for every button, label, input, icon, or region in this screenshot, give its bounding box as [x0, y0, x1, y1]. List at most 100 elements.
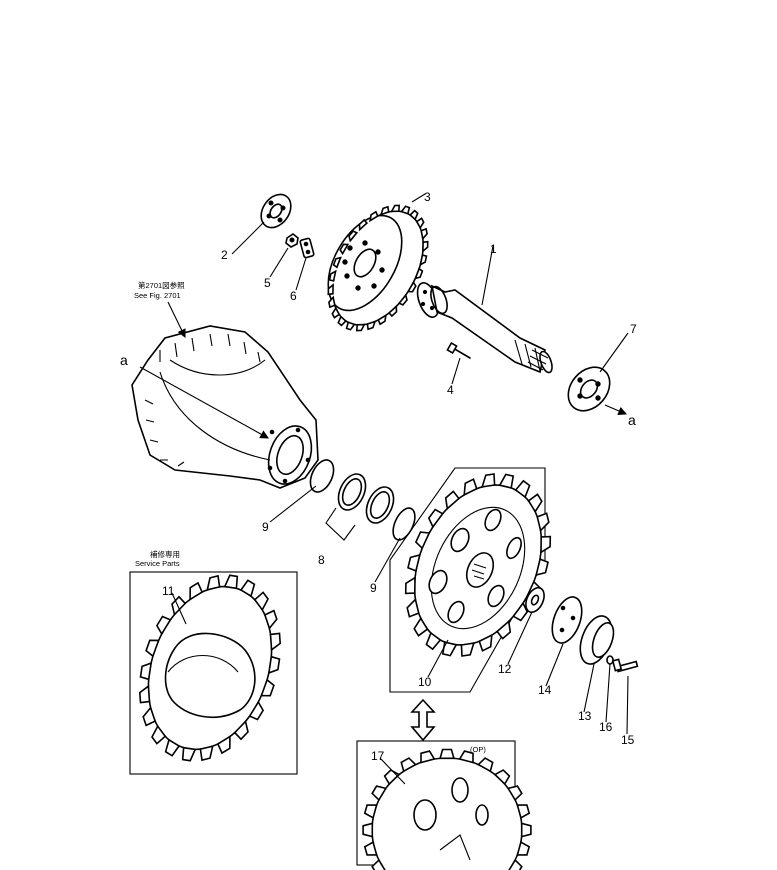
sprocket-tooth: [145, 639, 160, 658]
bevel-gear-case: [131, 325, 319, 489]
gear-tooth: [397, 293, 408, 306]
sprocket-tooth: [151, 724, 167, 745]
sprocket-tooth: [404, 576, 416, 595]
gear-tooth: [328, 295, 336, 309]
callout-5: 5: [264, 276, 271, 290]
sprocket-10: [404, 473, 552, 657]
sprocket-tooth: [477, 757, 494, 773]
gear-tooth: [355, 323, 366, 332]
sprocket-tooth: [413, 616, 429, 637]
sprocket-tooth: [269, 632, 282, 652]
bevel-gear-3: [327, 204, 429, 332]
sprocket-tooth: [514, 479, 531, 499]
sprocket-tooth: [142, 706, 157, 727]
sprocket-segment-11: [138, 574, 282, 762]
gear-tooth: [414, 267, 424, 280]
gear-tooth: [332, 256, 342, 269]
lock-plate-6: [299, 237, 315, 259]
sprocket-tooth: [155, 615, 172, 636]
gear-tooth: [400, 205, 411, 215]
gear-tooth: [422, 240, 429, 253]
sprocket-tooth: [371, 785, 388, 802]
sprocket-tooth: [239, 579, 256, 598]
sprocket-tooth: [138, 684, 151, 704]
sprocket-tooth: [189, 581, 204, 601]
sprocket-tooth: [362, 822, 374, 838]
sprocket-tooth: [512, 601, 529, 622]
sprocket-tooth: [425, 631, 442, 651]
washer-16: [606, 655, 614, 665]
bolt-15: [611, 658, 639, 673]
sprocket-tooth: [363, 804, 378, 819]
callout-11: 11: [162, 584, 175, 598]
sprocket-tooth: [444, 490, 461, 511]
sprocket-tooth: [164, 738, 181, 757]
sprocket-tooth: [460, 642, 475, 657]
callout-15: 15: [621, 733, 635, 747]
sprocket-tooth: [260, 678, 275, 697]
gear-tooth: [358, 218, 369, 232]
callout-1: 1: [490, 242, 497, 256]
callout-10: 10: [418, 675, 432, 689]
see-fig-label: See Fig. 2701: [134, 291, 181, 300]
sprocket-option-17: [362, 748, 532, 870]
sprocket-tooth: [495, 619, 512, 640]
callout-12: 12: [498, 662, 512, 676]
sprocket-tooth: [458, 750, 474, 764]
o-ring-9-right: [392, 507, 416, 541]
sprocket-tooth: [181, 746, 197, 762]
callout-8: 8: [318, 553, 325, 567]
bearing-7: [567, 366, 611, 412]
sprocket-tooth: [371, 858, 386, 870]
callout-7: 7: [630, 322, 637, 336]
gear-tooth: [328, 269, 337, 282]
sprocket-tooth: [427, 508, 444, 529]
ref-a-left: a: [120, 352, 128, 368]
gear-tooth: [415, 217, 425, 230]
callout-4: 4: [447, 383, 454, 397]
gear-tooth: [419, 254, 428, 267]
gear-tooth: [406, 280, 417, 293]
sprocket-tooth: [263, 609, 278, 630]
leader-lines: [171, 193, 629, 785]
gear-tooth: [420, 227, 428, 241]
callout-9-right: 9: [370, 581, 377, 595]
sprocket-tooth: [441, 641, 458, 657]
sprocket-10-frame: [389, 467, 546, 693]
callout-6: 6: [290, 289, 297, 303]
sprocket-tooth: [478, 633, 493, 652]
sprocket-tooth: [406, 597, 420, 618]
nut-5: [285, 233, 299, 248]
op-label: (OP): [470, 745, 486, 754]
sprocket-tooth: [516, 804, 531, 819]
gear-tooth: [409, 209, 419, 221]
sprocket-tooth: [439, 748, 455, 760]
sprocket-tooth: [363, 841, 378, 856]
sprocket-tooth: [414, 531, 431, 550]
sprocket-tooth: [463, 478, 478, 497]
cover-13: [579, 615, 615, 665]
sprocket-tooth: [400, 757, 417, 773]
gear-tooth: [348, 230, 359, 243]
gear-tooth: [339, 243, 350, 256]
sprocket-tooth: [420, 750, 436, 764]
service-parts-label: Service Parts: [135, 559, 180, 568]
sprocket-tooth: [253, 591, 269, 612]
sprocket-tooth: [493, 769, 511, 786]
sprocket-tooth: [535, 558, 549, 577]
o-ring-9-left: [309, 459, 335, 493]
callout-13: 13: [578, 709, 592, 723]
ref-a-right: a: [628, 412, 636, 428]
callout-2: 2: [221, 248, 228, 262]
callout-14: 14: [538, 683, 552, 697]
gear-tooth: [337, 315, 347, 327]
sprocket-tooth: [527, 493, 543, 514]
gear-tooth: [379, 205, 390, 216]
gear-tooth: [366, 320, 377, 331]
seal-8-b: [365, 486, 395, 524]
sprocket-tooth: [248, 700, 265, 721]
service-parts-frame: [129, 571, 298, 775]
sprocket-tooth: [481, 473, 496, 488]
